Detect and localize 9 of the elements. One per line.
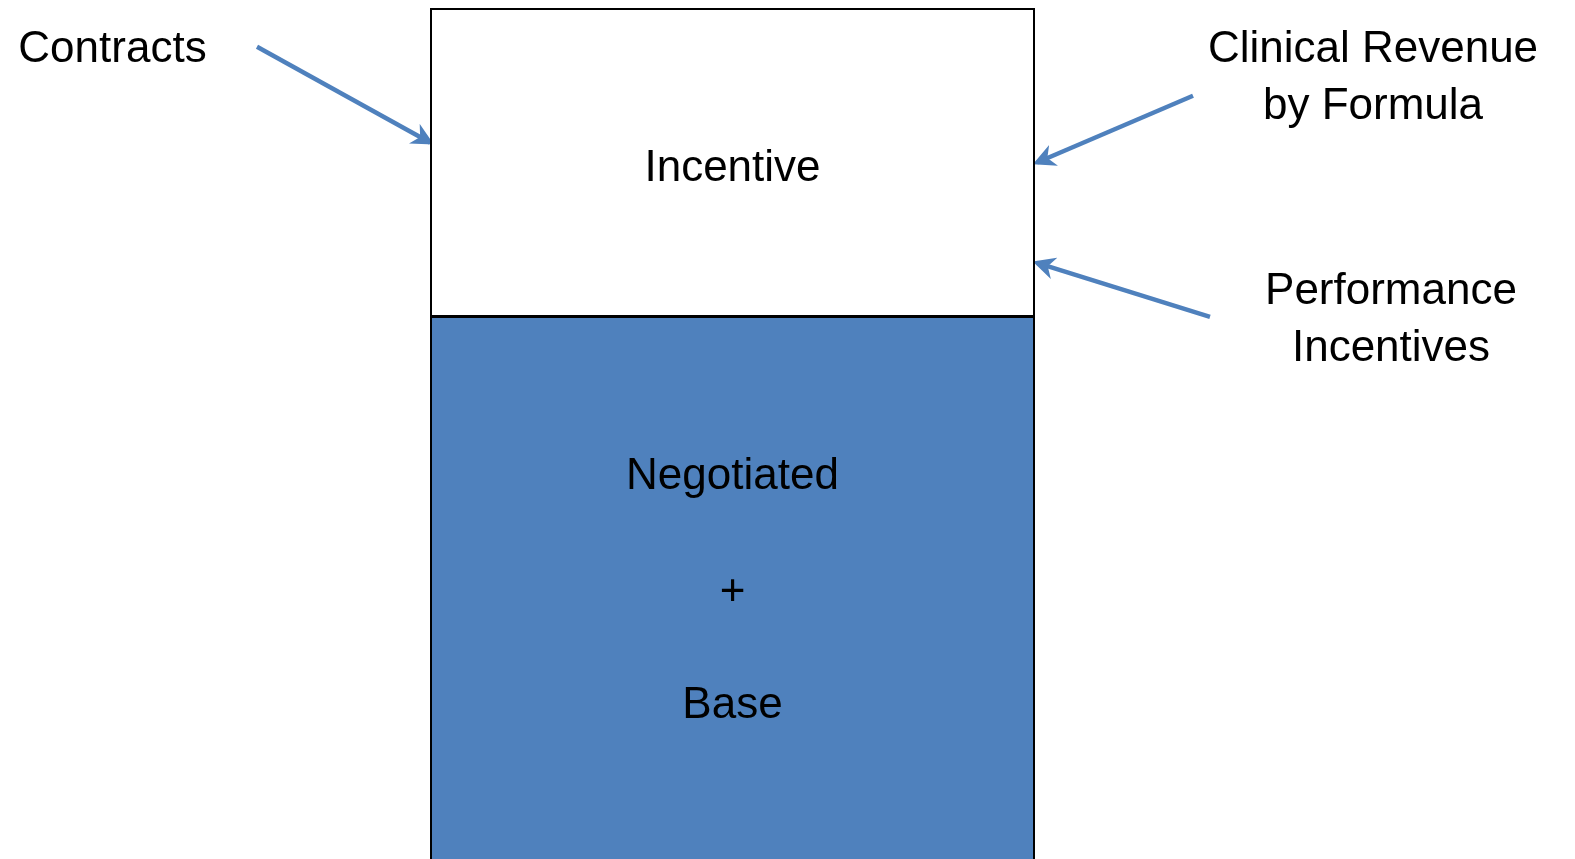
callout-label: Contracts [17,21,208,73]
base-block [430,316,1035,859]
block-label: Incentive [643,140,822,192]
block-label: Negotiated [625,448,840,500]
plus-sign: + [718,564,747,616]
callout-label: Clinical Revenue by Formula [1206,21,1540,130]
incentive-block [430,8,1035,317]
callout-label: Performance Incentives [1264,263,1518,372]
block-label: Base [681,677,784,729]
